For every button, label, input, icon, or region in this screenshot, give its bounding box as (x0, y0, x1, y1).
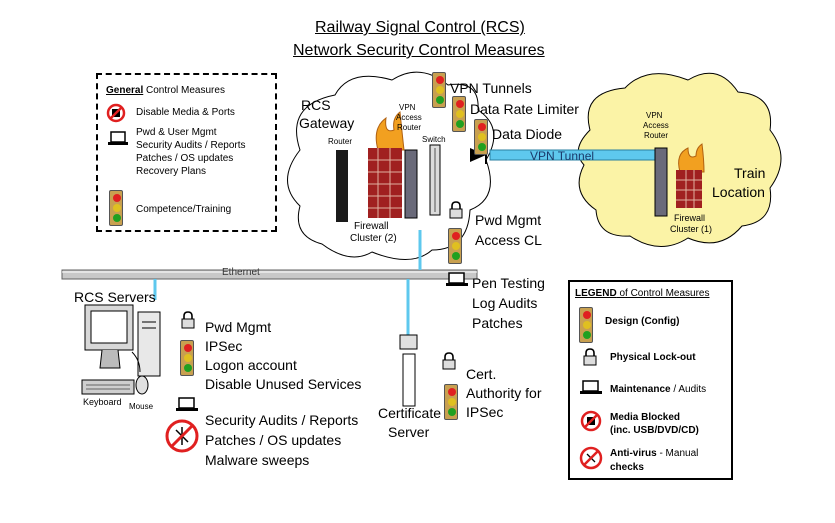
legend-lockout: Physical Lock-out (610, 352, 696, 363)
pen-testing-item-1: Pen Testing (472, 275, 545, 291)
gateway-control-pwd: Pwd Mgmt (475, 212, 542, 228)
general-item-recovery: Recovery Plans (136, 166, 207, 177)
general-item-patches: Patches / OS updates (136, 153, 234, 164)
legend-maintenance: Maintenance / Audits (610, 384, 707, 395)
traffic-light-icon (180, 340, 194, 376)
cert-authority-1: Cert. (466, 366, 497, 382)
legend-box (568, 280, 733, 480)
ethernet-label: Ethernet (222, 267, 260, 278)
vpn-control-data-diode: Data Diode (492, 126, 563, 142)
traffic-light-icon (474, 119, 488, 155)
traffic-light-icon (448, 228, 462, 264)
server-audit-patches: Patches / OS updates (205, 432, 342, 448)
gateway-router-label: Router (328, 137, 353, 146)
train-firewall-label-1: Firewall (674, 213, 706, 223)
server-control-disable-services: Disable Unused Services (205, 376, 362, 392)
laptop-icon (580, 380, 602, 394)
mouse-icon (131, 351, 149, 395)
page-title-line1: Railway Signal Control (RCS) (315, 19, 525, 36)
no-virus-icon (165, 419, 199, 453)
gateway-switch-label: Switch (422, 135, 446, 144)
padlock-icon (181, 311, 195, 329)
gateway-firewall-label-2: Cluster (2) (350, 233, 397, 244)
gateway-vpn-router (404, 149, 418, 219)
gateway-label-line2: Gateway (299, 115, 355, 131)
general-control-measures-box (96, 73, 277, 232)
train-location-line2: Location (712, 184, 765, 200)
no-media-icon (106, 103, 126, 123)
cert-authority-2: Authority for (466, 385, 542, 401)
server-tower-icon (137, 311, 161, 377)
gateway-vpn-label-1: VPN (399, 103, 416, 112)
legend-design: Design (Config) (605, 316, 680, 327)
gateway-vpn-label-2: Access (396, 113, 422, 122)
padlock-icon (583, 348, 597, 366)
train-vpn-label-2: Access (643, 121, 669, 130)
traffic-light-icon (444, 384, 458, 420)
laptop-icon (108, 131, 128, 145)
legend-media-blocked-2: (inc. USB/DVD/CD) (610, 425, 699, 436)
vpn-tunnel-label: VPN Tunnel (530, 149, 595, 163)
server-control-pwd: Pwd Mgmt (205, 319, 272, 335)
gateway-control-access-cl: Access CL (475, 232, 542, 248)
rcs-servers-label: RCS Servers (74, 289, 156, 305)
laptop-icon (176, 397, 198, 411)
gateway-label-line1: RCS (301, 97, 331, 113)
server-tower-icon (399, 334, 418, 407)
page-title-line2: Network Security Control Measures (293, 42, 545, 59)
no-virus-icon (579, 446, 603, 470)
firewall-icon (676, 143, 705, 208)
gateway-router (336, 150, 348, 222)
train-vpn-label-3: Router (644, 131, 669, 140)
gateway-firewall-label-1: Firewall (354, 221, 389, 232)
vpn-control-rate-limiter: Data Rate Limiter (470, 101, 579, 117)
legend-media-blocked-1: Media Blocked (610, 412, 681, 423)
keyboard-label: Keyboard (83, 397, 122, 407)
general-item-competence: Competence/Training (136, 204, 232, 215)
general-item-pwd-mgmt: Pwd & User Mgmt (136, 127, 217, 138)
traffic-light-icon (452, 96, 466, 132)
server-audit-malware: Malware sweeps (205, 452, 310, 468)
train-firewall-label-2: Cluster (1) (670, 224, 713, 234)
train-vpn-router (654, 147, 668, 217)
cert-server-label-1: Certificate (378, 405, 442, 421)
laptop-icon (446, 272, 468, 286)
general-item-security-audits: Security Audits / Reports (136, 140, 246, 151)
computer-icon (84, 304, 134, 369)
server-control-logon: Logon account (205, 357, 297, 373)
pen-testing-item-3: Patches (472, 315, 523, 331)
train-vpn-label-1: VPN (646, 111, 663, 120)
cert-authority-3: IPSec (466, 404, 504, 420)
legend-antivirus-checks: checks (610, 462, 644, 473)
server-control-ipsec: IPSec (205, 338, 243, 354)
mouse-label: Mouse (129, 402, 154, 411)
traffic-light-icon (109, 190, 123, 226)
legend-antivirus: Anti-virus - Manual (610, 448, 699, 459)
ethernet-bus (61, 269, 478, 280)
server-audit-security: Security Audits / Reports (205, 412, 359, 428)
padlock-icon (442, 352, 456, 370)
general-heading: General Control Measures (106, 85, 225, 96)
traffic-light-icon (432, 72, 446, 108)
legend-title: LEGEND of Control Measures (575, 288, 710, 299)
train-location-line1: Train (734, 165, 766, 181)
general-item-disable-media: Disable Media & Ports (136, 107, 235, 118)
vpn-control-tunnels: VPN Tunnels (450, 80, 532, 96)
pen-testing-item-2: Log Audits (472, 295, 538, 311)
cert-server-label-2: Server (388, 424, 430, 440)
padlock-icon (449, 201, 463, 219)
traffic-light-icon (579, 307, 593, 343)
keyboard-icon (81, 379, 135, 395)
gateway-vpn-label-3: Router (397, 123, 422, 132)
no-media-icon (580, 410, 602, 432)
firewall-icon (368, 111, 405, 218)
